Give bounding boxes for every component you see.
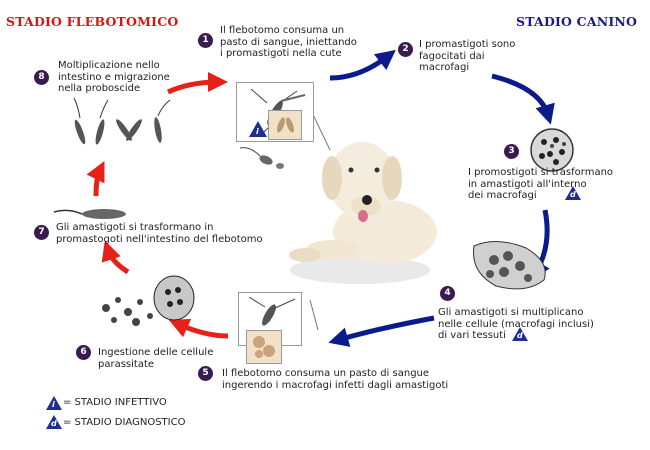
- step-2-badge: 2: [398, 42, 413, 57]
- step-4-badge: 4: [440, 286, 455, 301]
- arrow-5-to-6: [168, 318, 229, 339]
- step-7-badge: 7: [34, 225, 49, 240]
- step-1-text: Il flebotomo consuma un pasto di sangue,…: [220, 25, 357, 59]
- header-canine-stage: STADIO CANINO: [516, 14, 638, 29]
- macrophage-inset: [246, 330, 282, 364]
- step-3-text: I promostigoti si trasformano in amastig…: [468, 167, 614, 201]
- step-8-text: Moltiplicazione nello intestino e migraz…: [58, 60, 170, 94]
- promastigote-inset: [268, 110, 302, 140]
- diagnostic-stage-marker: [565, 186, 581, 200]
- legend-diagnostic-label: = STADIO DIAGNOSTICO: [63, 417, 186, 428]
- step-7-text: Gli amastigoti si trasformano in promast…: [56, 222, 263, 245]
- infective-stage-marker: [249, 121, 267, 137]
- step-1-badge: 1: [198, 33, 213, 48]
- step-3-badge: 3: [504, 144, 519, 159]
- step-6-text: Ingestione delle cellule parassitate: [98, 347, 214, 370]
- legend-infective-label: = STADIO INFETTIVO: [63, 397, 167, 408]
- arrow-7-to-8: [86, 161, 105, 197]
- legend-diagnostic-icon: [46, 415, 62, 429]
- step-5-text: Il flebotomo consuma un pasto di sangue …: [222, 368, 449, 391]
- legend-infective-icon: [46, 396, 62, 410]
- amastigote-cell-icon: [102, 275, 195, 326]
- sandfly-icon: [248, 296, 296, 326]
- arrow-2-to-3: [491, 73, 555, 125]
- promastigote-parasite-icon: [53, 209, 126, 219]
- diagnostic-stage-marker-2: [512, 327, 528, 341]
- arrow-1-to-2: [329, 49, 396, 81]
- promastigote-parasite-icon: [277, 117, 294, 133]
- step-8-badge: 8: [34, 70, 49, 85]
- step-2-text: I promastigoti sono fagocitati dai macro…: [419, 39, 516, 73]
- step-6-badge: 6: [76, 345, 91, 360]
- step-5-badge: 5: [198, 366, 213, 381]
- amastigote-cell-icon: [472, 241, 546, 290]
- macrophage-cell-icon: [253, 336, 275, 358]
- arrow-4-to-5: [328, 315, 435, 347]
- header-vector-stage: STADIO FLEBOTOMICO: [6, 14, 179, 29]
- promastigote-parasite-icon: [73, 97, 171, 145]
- step-4-text: Gli amastigoti si multiplicano nelle cel…: [438, 307, 594, 341]
- promastigote-parasite-icon: [239, 147, 284, 169]
- macrophage-cell-icon: [530, 128, 574, 172]
- dog-illustration: [289, 142, 437, 284]
- arrow-8-to-1: [166, 72, 228, 95]
- arrow-6-to-7: [101, 240, 130, 275]
